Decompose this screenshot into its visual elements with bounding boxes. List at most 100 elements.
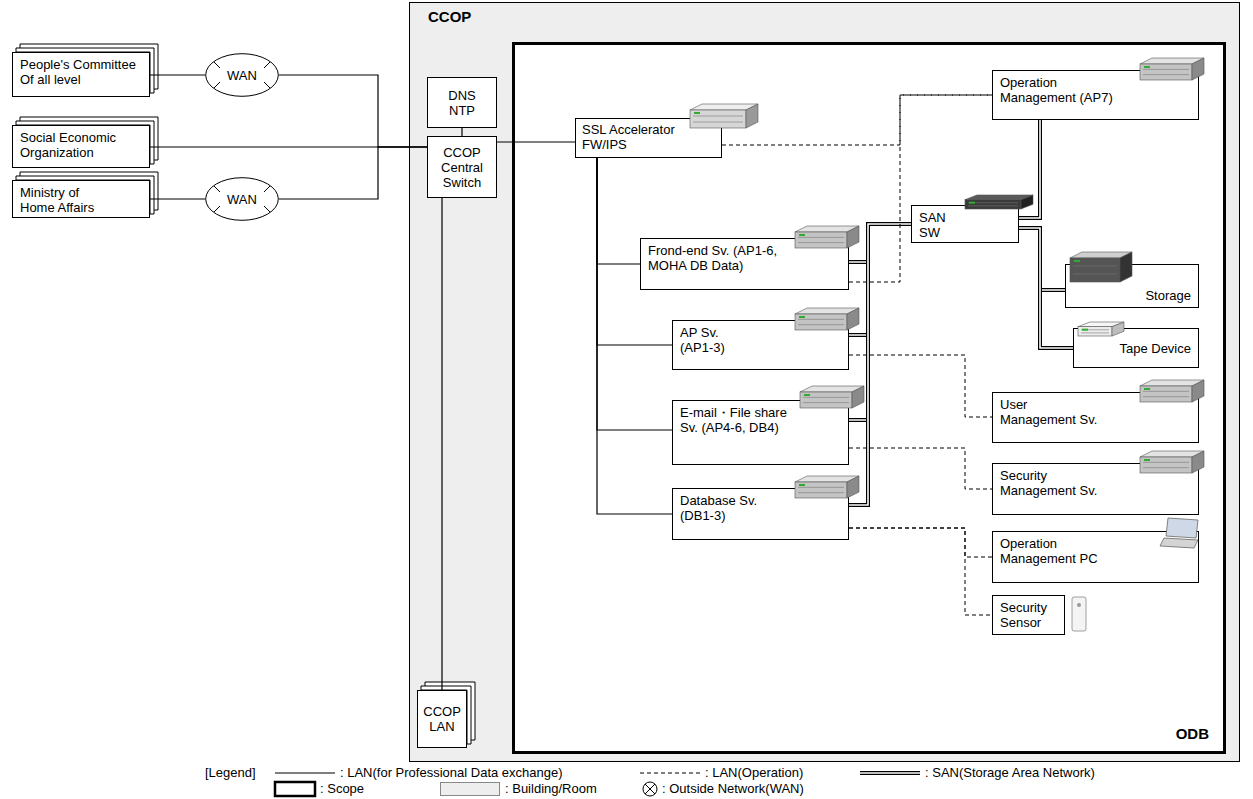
- san-line-outer: [849, 224, 911, 262]
- lan-line: [150, 74, 205, 75]
- server-icon: [795, 308, 859, 330]
- wan-cloud: WAN: [205, 53, 279, 97]
- server-icon-side: [1192, 451, 1204, 473]
- switch-icon-led: [969, 202, 975, 204]
- san-line-inner: [849, 224, 911, 420]
- organization-box: People's Committee Of all level: [12, 52, 150, 97]
- region-title: CCOP: [428, 8, 471, 26]
- operation-connector: [722, 95, 992, 145]
- server-icon-led: [804, 394, 810, 396]
- server-icon: [1140, 451, 1204, 473]
- server-icon: [1140, 58, 1204, 80]
- server-icon: [795, 476, 859, 498]
- organization-box: Ministry of Home Affairs: [12, 180, 150, 218]
- legend-item: : Scope: [320, 781, 364, 796]
- lan-connector: [497, 142, 575, 143]
- server-icon-front: [795, 314, 847, 330]
- tape-icon-led: [1082, 329, 1088, 331]
- lan-connector: [597, 158, 672, 345]
- legend-item: : SAN(Storage Area Network): [925, 765, 1095, 780]
- wan-sample-cross: [645, 784, 655, 794]
- wan-outline: [206, 178, 279, 221]
- san-connector: [849, 224, 911, 505]
- server-icon-slot: [798, 237, 844, 238]
- legend-item: : Outside Network(WAN): [662, 781, 804, 796]
- lan-line-sample: [275, 772, 335, 773]
- operation-line: [849, 528, 992, 615]
- node-label: AP Sv. (AP1-3): [680, 325, 742, 355]
- lan-line: [497, 141, 575, 142]
- wan-mark: [264, 186, 270, 192]
- wan-mark: [214, 82, 220, 88]
- node-label: Frond-end Sv. (AP1-6, MOHA DB Data): [648, 243, 803, 273]
- server-icon-front: [1140, 64, 1192, 80]
- server-icon-side: [1192, 380, 1204, 402]
- operation-connector: [849, 448, 992, 489]
- appliance-icon: [690, 104, 758, 128]
- lan-line: [597, 158, 640, 264]
- san-line-inner: [849, 224, 911, 505]
- operation-connector: [849, 355, 992, 417]
- server-icon-slot: [1143, 391, 1189, 392]
- san-connector: [1019, 120, 1040, 218]
- server-icon-front: [800, 392, 852, 408]
- sensor-icon: [1072, 597, 1086, 631]
- region-title: ODB: [1176, 725, 1209, 743]
- server-icon-slot: [1143, 396, 1189, 397]
- tape-icon-front: [1078, 327, 1112, 336]
- organization-box: Social Economic Organization: [12, 125, 150, 168]
- server-icon: [1140, 380, 1204, 402]
- wan-mark: [214, 186, 220, 192]
- server-icon-slot: [798, 324, 844, 325]
- storage-icon-slot: [1073, 266, 1117, 267]
- lan-connector: [597, 158, 672, 514]
- appliance-icon-side: [746, 104, 758, 128]
- sensor-box: Security Sensor: [992, 595, 1065, 635]
- san-connector: [849, 224, 911, 335]
- san-line-outer: [849, 224, 911, 420]
- tape-icon: [1078, 322, 1124, 336]
- wan-mark: [264, 62, 270, 68]
- appliance-icon-front: [690, 110, 746, 128]
- lan-line: [441, 198, 442, 690]
- sensor-dot: [1077, 603, 1081, 607]
- legend-text: : LAN(Operation): [705, 765, 803, 780]
- scope-sample: [275, 782, 315, 796]
- operation-connector: [849, 528, 992, 557]
- server-box: DNS NTP: [427, 77, 497, 128]
- san-line-inner: [849, 224, 911, 262]
- operation-line: [722, 95, 992, 145]
- legend-item: : LAN(for Professional Data exchange): [340, 765, 563, 780]
- server-icon-side: [847, 308, 859, 330]
- node-label: CCOP Central Switch: [435, 145, 489, 190]
- node-label: Operation Management PC: [1000, 536, 1104, 566]
- lan-line: [597, 158, 672, 345]
- lan-connector: [279, 147, 427, 199]
- node-label: DNS NTP: [441, 88, 483, 118]
- server-icon-slot: [798, 242, 844, 243]
- lan-connector: [150, 199, 205, 200]
- switch-icon-side: [1021, 195, 1033, 209]
- wan-cloud: WAN: [205, 177, 279, 221]
- legend-text: : LAN(for Professional Data exchange): [340, 765, 563, 780]
- legend-heading: [Legend]: [205, 765, 256, 780]
- laptop-screen: [1166, 518, 1198, 538]
- server-icon-led: [1144, 388, 1150, 390]
- operation-line: [849, 355, 992, 417]
- node-label: Social Economic Organization: [20, 130, 142, 160]
- server-icon-led: [799, 484, 805, 486]
- node-label: Storage: [1145, 288, 1191, 303]
- wan-mark: [214, 206, 220, 212]
- laptop-base: [1160, 538, 1198, 548]
- operation-line: [849, 528, 992, 557]
- server-icon-slot: [798, 487, 844, 488]
- server-icon-side: [847, 226, 859, 248]
- server-icon-slot: [1143, 462, 1189, 463]
- switch-box: CCOP Central Switch: [427, 136, 497, 198]
- legend-text: : Outside Network(WAN): [662, 781, 804, 796]
- san-line-inner: [1019, 228, 1073, 348]
- san-line-sample-inner: [860, 772, 920, 774]
- operation-connector: [849, 95, 992, 282]
- lan-line: [279, 147, 427, 199]
- server-icon-side: [852, 386, 864, 408]
